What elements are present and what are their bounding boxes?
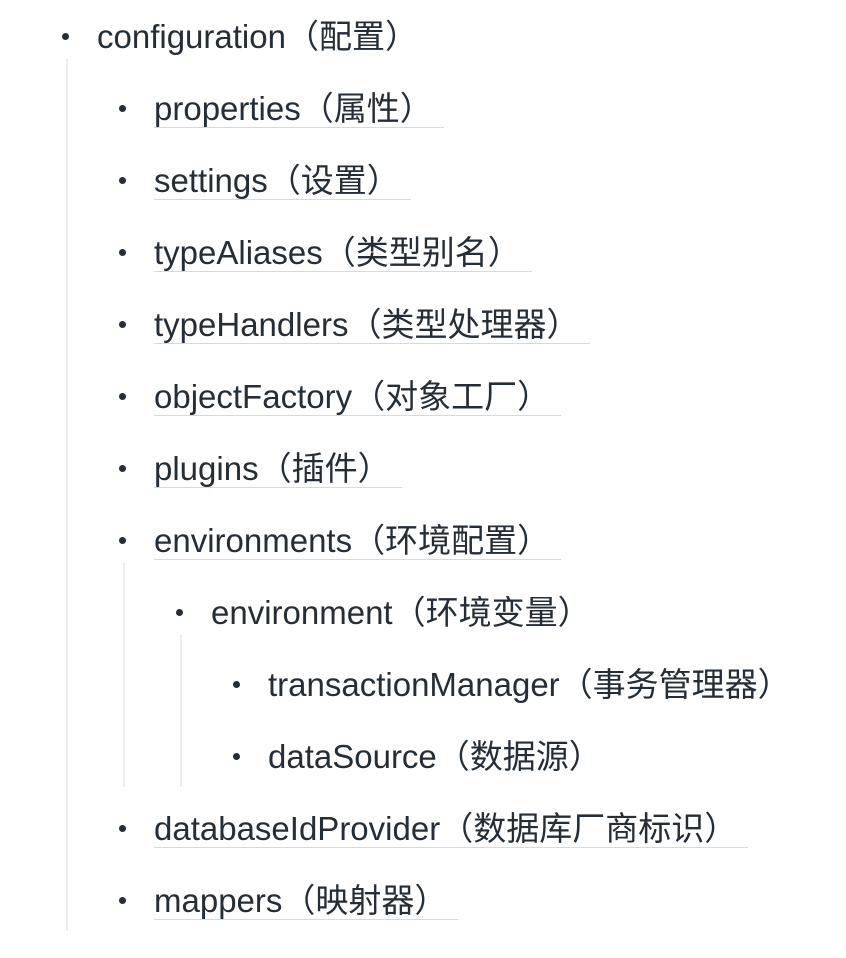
list-item-objectFactory: objectFactory（对象工厂） <box>119 375 846 419</box>
list-item-environment: environment（环境变量） transactionManager（事务管理… <box>176 591 846 787</box>
row-configuration: configuration（配置） <box>66 15 846 59</box>
link-properties[interactable]: properties（属性） <box>154 90 444 128</box>
row-settings: settings（设置） <box>123 159 846 203</box>
link-databaseIdProvider[interactable]: databaseIdProvider（数据库厂商标识） <box>154 810 749 848</box>
row-dataSource: dataSource（数据源） <box>237 735 846 779</box>
list-item-mappers: mappers（映射器） <box>119 879 846 923</box>
list-item-dataSource: dataSource（数据源） <box>233 735 846 779</box>
link-settings[interactable]: settings（设置） <box>154 162 411 200</box>
link-objectFactory[interactable]: objectFactory（对象工厂） <box>154 378 562 416</box>
label-transactionManager: transactionManager（事务管理器） <box>268 666 791 703</box>
label-environment: environment（环境变量） <box>211 594 591 631</box>
link-mappers[interactable]: mappers（映射器） <box>154 882 459 920</box>
link-plugins[interactable]: plugins（插件） <box>154 450 402 488</box>
list-item-configuration: configuration（配置） properties（属性） settings（… <box>62 15 846 931</box>
row-plugins: plugins（插件） <box>123 447 846 491</box>
row-typeAliases: typeAliases（类型别名） <box>123 231 846 275</box>
row-environment: environment（环境变量） <box>180 591 846 635</box>
list-item-properties: properties（属性） <box>119 87 846 131</box>
row-environments: environments（环境配置） <box>123 519 846 563</box>
link-environments[interactable]: environments（环境配置） <box>154 522 562 560</box>
row-mappers: mappers（映射器） <box>123 879 846 923</box>
row-transactionManager: transactionManager（事务管理器） <box>237 663 846 707</box>
outline-sublist: transactionManager（事务管理器） dataSource（数据源） <box>180 635 846 787</box>
outline-list-root: configuration（配置） properties（属性） settings（… <box>62 15 846 931</box>
list-item-plugins: plugins（插件） <box>119 447 846 491</box>
list-item-typeHandlers: typeHandlers（类型处理器） <box>119 303 846 347</box>
list-item-databaseIdProvider: databaseIdProvider（数据库厂商标识） <box>119 807 846 851</box>
list-item-typeAliases: typeAliases（类型别名） <box>119 231 846 275</box>
outline-sublist: properties（属性） settings（设置） typeAliases（类型… <box>66 59 846 931</box>
list-item-settings: settings（设置） <box>119 159 846 203</box>
list-item-environments: environments（环境配置） environment（环境变量） trans… <box>119 519 846 787</box>
row-databaseIdProvider: databaseIdProvider（数据库厂商标识） <box>123 807 846 851</box>
row-typeHandlers: typeHandlers（类型处理器） <box>123 303 846 347</box>
row-objectFactory: objectFactory（对象工厂） <box>123 375 846 419</box>
link-typeAliases[interactable]: typeAliases（类型别名） <box>154 234 532 272</box>
list-item-transactionManager: transactionManager（事务管理器） <box>233 663 846 707</box>
label-configuration: configuration（配置） <box>97 18 418 55</box>
row-properties: properties（属性） <box>123 87 846 131</box>
outline-sublist: environment（环境变量） transactionManager（事务管理… <box>123 563 846 787</box>
outline-tree-container: configuration（配置） properties（属性） settings（… <box>62 15 846 931</box>
link-typeHandlers[interactable]: typeHandlers（类型处理器） <box>154 306 591 344</box>
label-dataSource: dataSource（数据源） <box>268 738 602 775</box>
